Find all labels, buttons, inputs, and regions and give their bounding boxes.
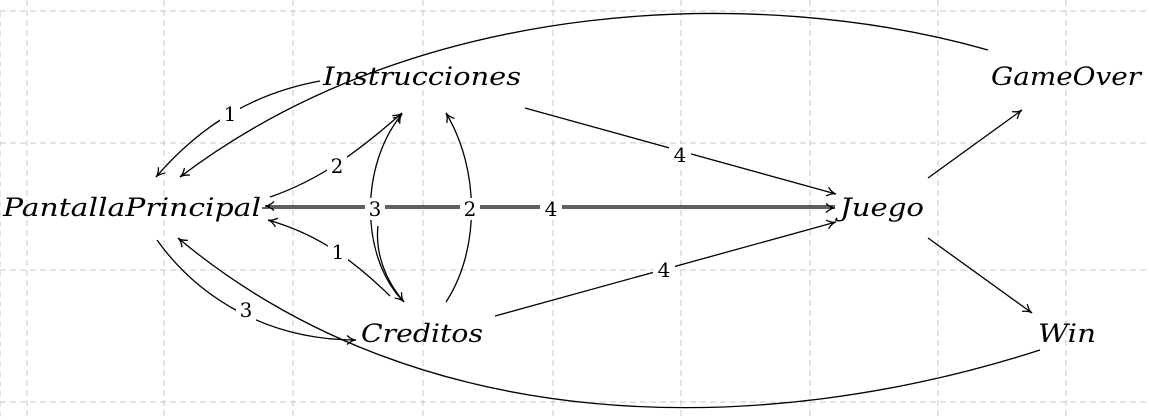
edge-win-to-pantalla [177, 237, 1041, 409]
edge-instrucciones-to-pantalla [155, 80, 321, 178]
node-game-over: GameOver [991, 62, 1143, 91]
label-creditos-to-pantalla: 1 [332, 240, 345, 264]
label-instrucciones-to-pantalla: 1 [224, 102, 237, 126]
edge-creditos-to-pantalla [267, 217, 391, 297]
edge-juego-to-gameover [927, 109, 1023, 179]
edge-gameover-to-pantalla [179, 12, 989, 178]
edge-instrucciones-to-creditos [376, 225, 405, 303]
label-pantalla-to-creditos: 3 [240, 298, 253, 322]
node-creditos: Creditos [361, 319, 483, 348]
node-pantalla-principal: PantallaPrincipal [2, 193, 261, 222]
label-pantalla-to-juego: 4 [545, 197, 558, 221]
label-creditos-to-juego: 4 [658, 258, 671, 282]
edges [155, 12, 1041, 409]
edge-pantalla-to-creditos [156, 239, 357, 345]
label-creditos-to-instrucciones-left: 3 [369, 197, 382, 221]
label-creditos-to-instrucciones-right: 2 [464, 197, 477, 221]
edge-labels: 1 2 3 2 4 4 4 1 3 [220, 102, 691, 322]
node-instrucciones: Instrucciones [322, 62, 521, 91]
label-pantalla-to-instrucciones: 2 [331, 154, 344, 178]
node-win: Win [1038, 319, 1096, 348]
nodes: PantallaPrincipal Instrucciones Creditos… [2, 62, 1143, 348]
node-juego: Juego [834, 193, 924, 222]
label-instrucciones-to-juego: 4 [674, 143, 687, 167]
edge-juego-to-win [927, 237, 1033, 314]
